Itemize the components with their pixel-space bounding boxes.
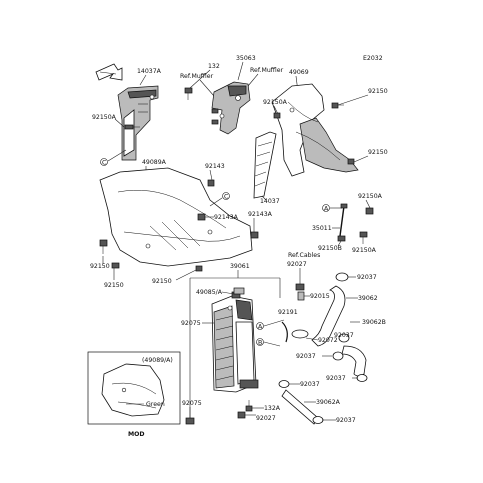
label-ref-muffler-1: Ref.Muffler	[180, 73, 214, 80]
bolt-132	[184, 87, 193, 100]
pipe-39062A	[281, 389, 324, 425]
label-92027-1: 92027	[287, 261, 307, 268]
collar-92143A-2	[250, 231, 259, 239]
radiator-bracket-left	[117, 85, 159, 161]
callout-b-1-label: B	[258, 340, 262, 347]
label-92143: 92143	[205, 163, 225, 170]
label-92037-4: 92037	[326, 375, 346, 382]
callout-a-2-label: A	[258, 324, 263, 331]
label-92037-3: 92037	[296, 353, 316, 360]
label-14037A: 14037A	[137, 68, 162, 75]
label-92037-1: 92037	[357, 274, 377, 281]
band-92072	[291, 329, 309, 339]
bolt-92150A-top	[273, 112, 281, 119]
label-92072: 92072	[318, 337, 338, 344]
clamp-92027-top	[295, 283, 305, 291]
label-92150-2: 92150	[368, 149, 388, 156]
label-132A: 132A	[264, 405, 281, 412]
label-92150-1: 92150	[368, 88, 388, 95]
label-92075-1: 92075	[181, 320, 201, 327]
label-92027-2: 92027	[256, 415, 276, 422]
bolt-92150-shroud-center	[195, 265, 203, 272]
label-39062: 39062	[358, 295, 378, 302]
label-14037: 14037	[260, 198, 280, 205]
label-132: 132	[208, 63, 220, 70]
bolt-92150A-right	[365, 207, 374, 215]
stay-35011	[339, 203, 348, 237]
label-49089A: 49089A	[142, 159, 167, 166]
shroud-right-49069	[271, 83, 359, 177]
grommet-92075	[185, 417, 195, 425]
hose-clamp-92037-top	[335, 272, 349, 282]
bolt-92150-right-top	[331, 102, 344, 109]
collar-92143A-1	[197, 213, 206, 221]
label-92150A-1: 92150A	[92, 114, 117, 121]
hose-clamp-92037-pipe	[278, 380, 290, 388]
callout-a-2	[256, 322, 264, 330]
front-arrow-icon	[95, 63, 123, 81]
callout-c-1-label: C	[102, 160, 106, 167]
label-92037-6: 92037	[336, 417, 356, 424]
label-39061: 39061	[230, 263, 250, 270]
label-49085A: 49085/A	[196, 289, 223, 296]
label-92075-2: 92075	[182, 400, 202, 407]
bolt-92150A-lower	[359, 231, 368, 244]
label-35011: 35011	[312, 225, 332, 232]
label-92143A-2: 92143A	[248, 211, 273, 218]
label-92150A-3: 92150A	[358, 193, 383, 200]
label-92150-5: 92150	[152, 278, 172, 285]
hose-39062B	[341, 345, 367, 377]
clamp-92027-bottom	[237, 411, 246, 419]
label-ref-cables: Ref.Cables	[288, 252, 320, 259]
cap-49085A	[233, 287, 245, 295]
label-92150B: 92150B	[318, 245, 342, 252]
diagram-code: E2032	[363, 55, 383, 62]
muffler-bracket-35063	[211, 81, 251, 135]
label-35063: 35063	[236, 55, 256, 62]
radiator-39061	[211, 291, 259, 393]
bolt-92150-right-mid	[347, 158, 355, 165]
hose-clamp-92037-right	[356, 374, 368, 382]
label-92150A-2: 92150A	[263, 99, 288, 106]
bolt-92150B	[337, 235, 346, 242]
label-49089A-inset: (49089/A)	[142, 357, 173, 364]
bolt-132A	[245, 400, 253, 412]
label-39062A: 39062A	[316, 399, 341, 406]
label-92191: 92191	[278, 309, 298, 316]
label-mod: MOD	[128, 431, 145, 438]
label-92015: 92015	[310, 293, 330, 300]
label-49069: 49069	[289, 69, 309, 76]
callout-b-1	[256, 338, 264, 346]
clip-92015	[297, 291, 305, 301]
label-92150-3: 92150	[90, 263, 110, 270]
nut-92143	[207, 179, 215, 187]
callout-c-2	[222, 192, 230, 200]
callout-c-2-label: C	[224, 194, 228, 201]
callout-c-1	[100, 158, 108, 166]
hose-clamp-92037-mid	[338, 333, 350, 343]
radiator-guard-14037	[253, 131, 277, 199]
hose-clamp-92037-lower	[332, 351, 344, 361]
label-39062B: 39062B	[362, 319, 386, 326]
hose-39062	[311, 285, 346, 347]
label-92143A-1: 92143A	[214, 214, 239, 221]
label-92037-5: 92037	[300, 381, 320, 388]
label-92037-2: 92037	[334, 332, 354, 339]
hose-92191	[281, 321, 288, 343]
shroud-left-49089A	[99, 167, 253, 267]
label-92150-4: 92150	[104, 282, 124, 289]
bolt-92150A-left	[124, 124, 140, 130]
callout-a-1	[322, 204, 330, 212]
label-92150A-4: 92150A	[352, 247, 377, 254]
shroud-decal-inset	[101, 363, 165, 417]
bolt-92150-shroud-bottom	[111, 262, 120, 269]
label-ref-muffler-2: Ref.Muffler	[250, 67, 284, 74]
bolt-92150-shroud-left	[99, 239, 108, 254]
inset-mod-box	[87, 351, 181, 425]
callout-a-1-label: A	[324, 206, 329, 213]
label-green: Green	[146, 401, 165, 408]
